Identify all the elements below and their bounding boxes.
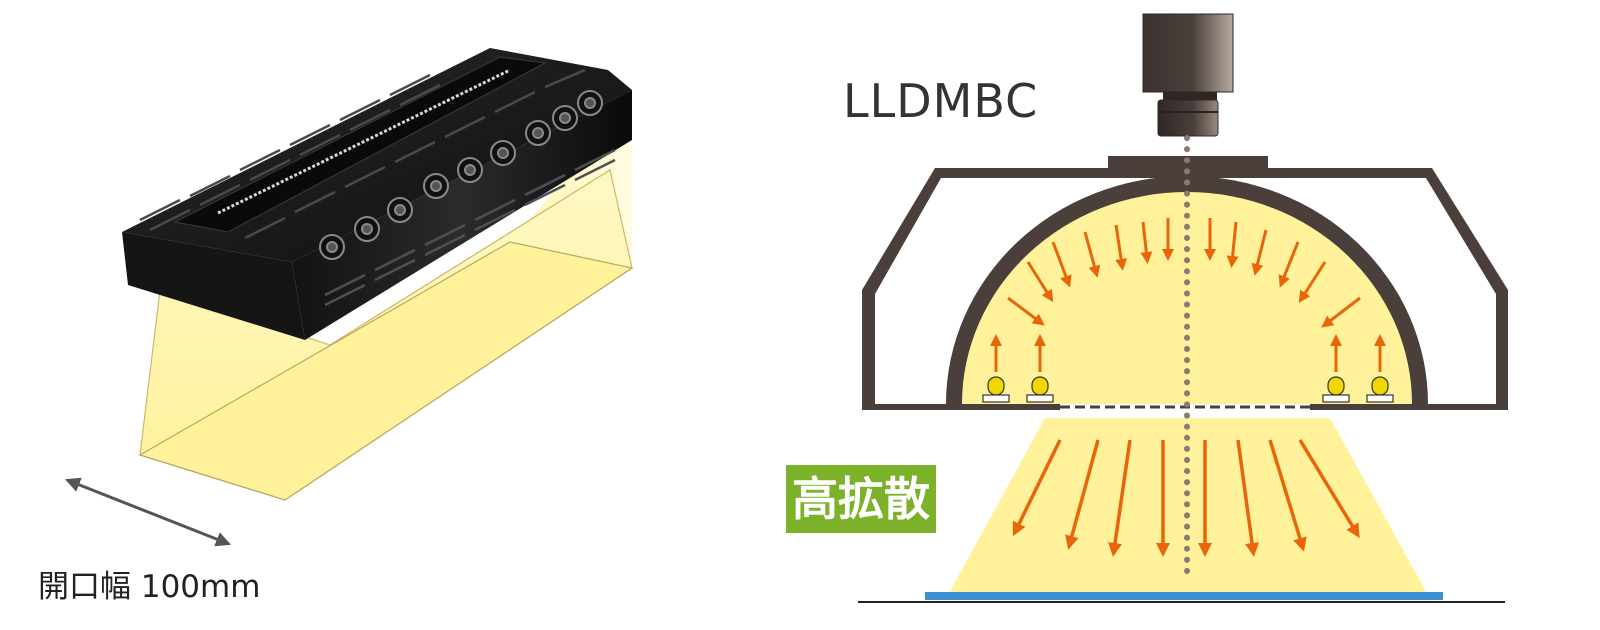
cross-section-diagram: LLDMBC bbox=[786, 13, 1508, 603]
vent-slots-top bbox=[139, 68, 586, 240]
fan-icon bbox=[423, 173, 449, 199]
led-icon bbox=[1366, 334, 1394, 403]
reflected-light-arrows bbox=[1007, 218, 1361, 328]
high-diffusion-label: 高拡散 bbox=[792, 472, 930, 526]
model-label: LLDMBC bbox=[843, 74, 1038, 128]
fan-icon bbox=[552, 105, 578, 131]
vent-slots-side bbox=[324, 148, 616, 307]
led-icon bbox=[982, 334, 1010, 403]
fan-icon bbox=[457, 157, 483, 183]
fan-icon bbox=[354, 216, 380, 242]
fan-icon bbox=[319, 234, 345, 260]
diffused-light-arrows bbox=[1012, 439, 1360, 557]
light-unit-front bbox=[122, 232, 305, 340]
led-array bbox=[982, 334, 1394, 403]
aperture-width-label: 開口幅 100mm bbox=[38, 569, 260, 605]
led-icon bbox=[1322, 334, 1350, 403]
double-arrow-icon bbox=[65, 477, 231, 547]
fan-icon bbox=[525, 120, 551, 146]
fan-icon bbox=[490, 140, 516, 166]
fan-icon bbox=[387, 197, 413, 223]
light-unit-side bbox=[292, 90, 632, 340]
camera-icon bbox=[1142, 13, 1234, 137]
led-strip bbox=[217, 68, 511, 215]
high-diffusion-badge: 高拡散 bbox=[786, 465, 936, 533]
illuminated-area bbox=[138, 241, 634, 501]
workpiece bbox=[925, 592, 1443, 600]
product-3d-view: 開口幅 100mm bbox=[38, 48, 634, 605]
led-icon bbox=[1026, 334, 1054, 403]
fan-icon bbox=[577, 90, 603, 116]
housing-outline bbox=[862, 168, 1508, 410]
cooling-fans bbox=[319, 90, 603, 260]
